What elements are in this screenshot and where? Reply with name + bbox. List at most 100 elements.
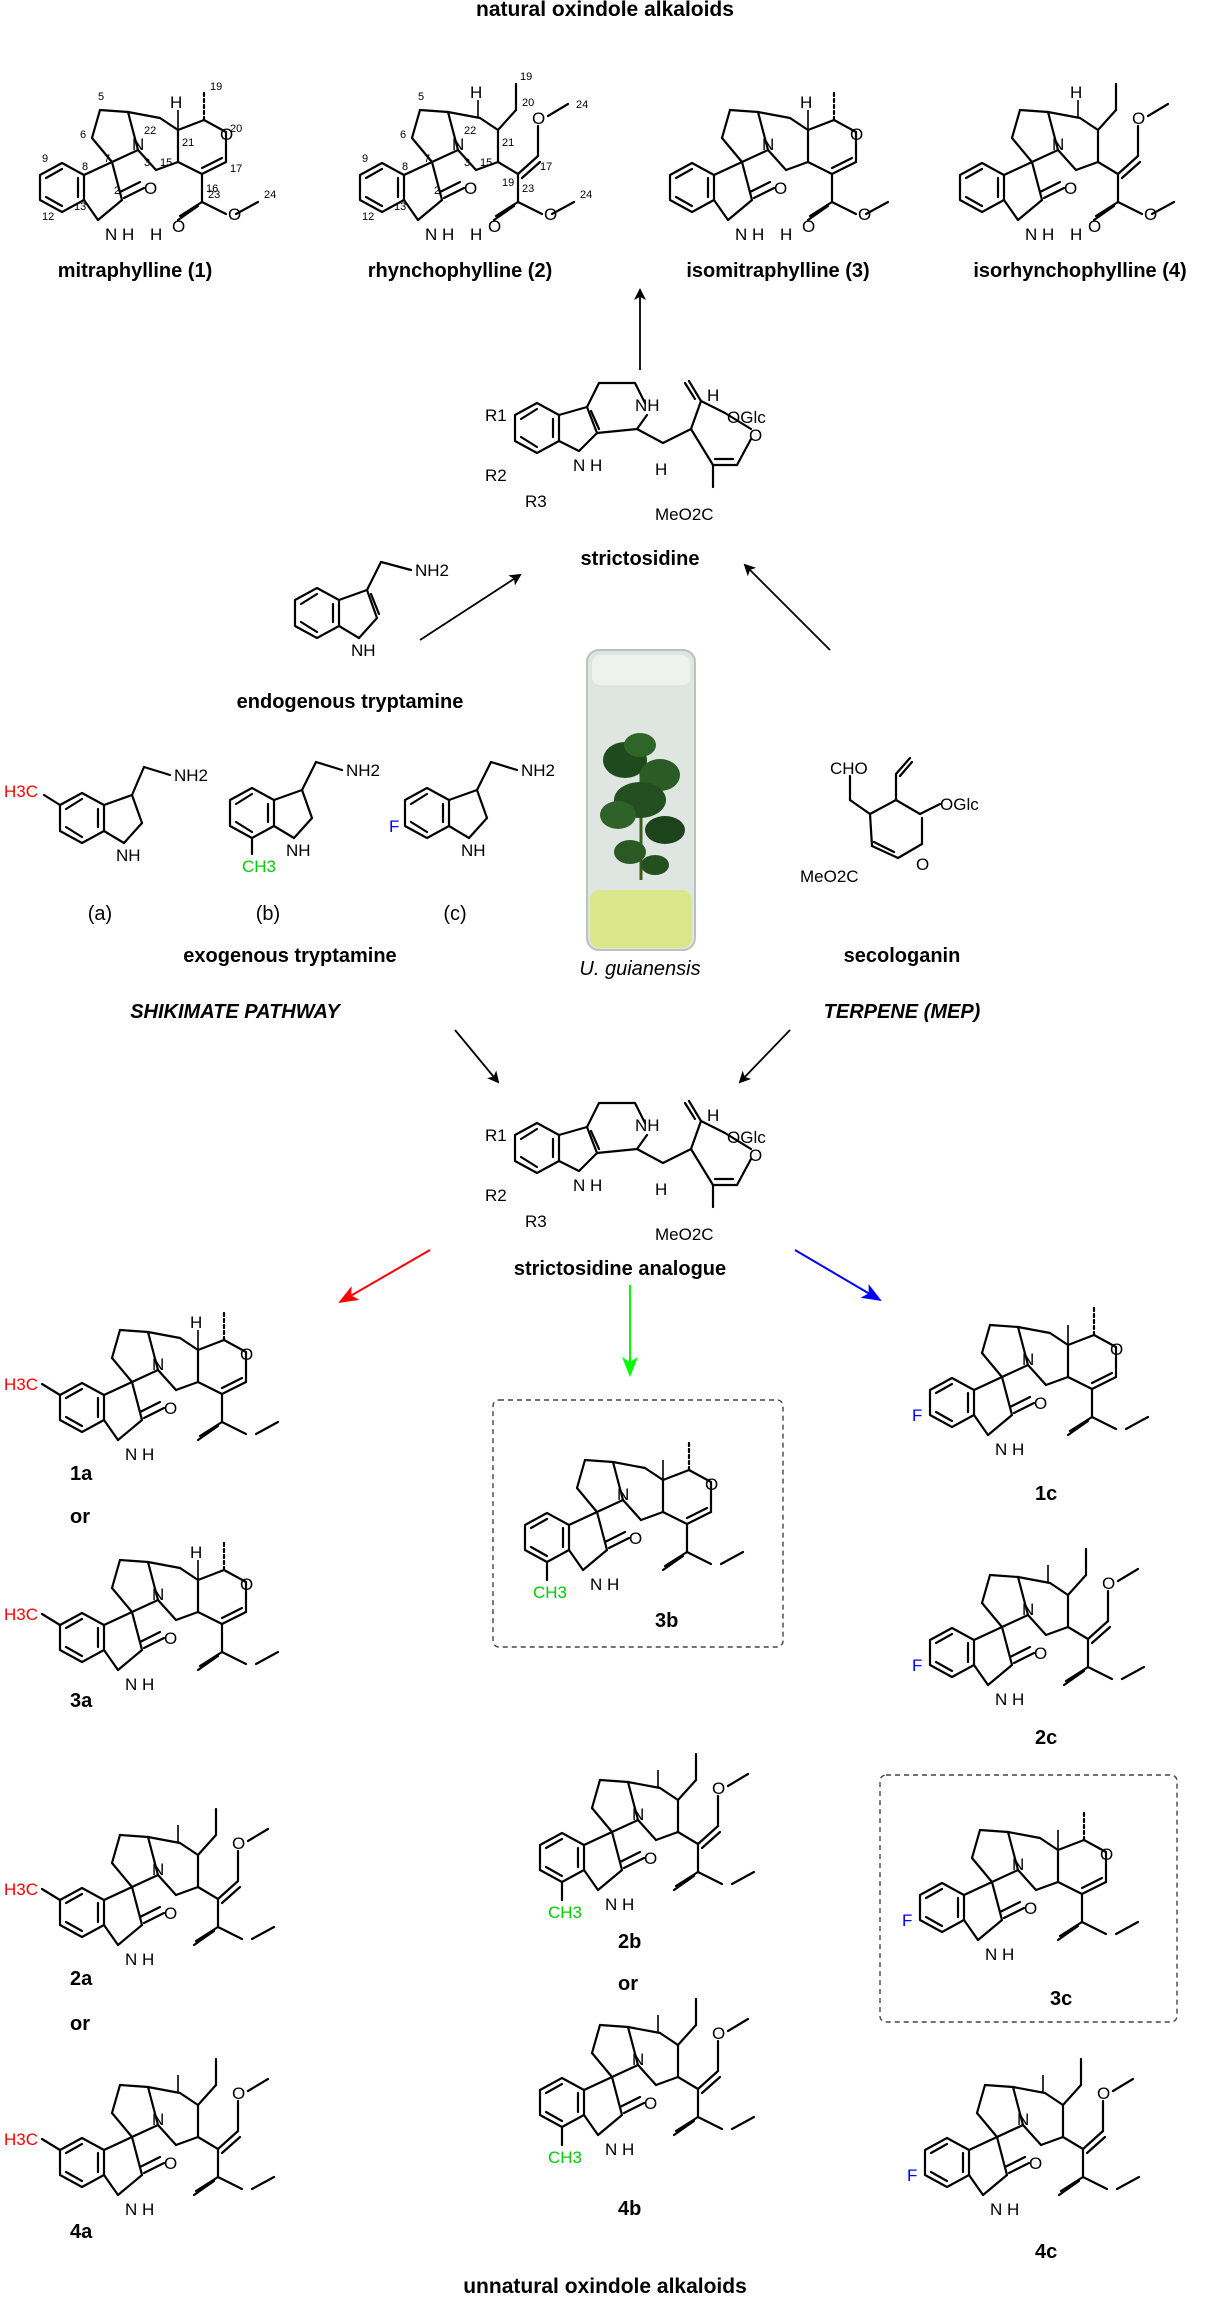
o-atom: O [1034, 1394, 1047, 1413]
nh2-label: NH2 [346, 761, 380, 780]
methyl-substituent: H3C [4, 1605, 38, 1624]
nh-atom: N H [995, 1440, 1024, 1459]
n-atom: N [1022, 1350, 1034, 1369]
n-atom: N [132, 135, 144, 154]
tag-c: (c) [443, 903, 466, 925]
label-endogenous-tryptamine: endogenous tryptamine [237, 691, 464, 713]
atom-number-6: 6 [400, 129, 406, 141]
label-strictosidine-analogue: strictosidine analogue [514, 1258, 726, 1280]
oglc-label: OGlc [727, 1128, 766, 1147]
h-atom: H [150, 225, 162, 244]
plant-culture-image [586, 649, 696, 951]
structure-mitraphylline: N H N O O H H O O 19 20 5 6 7 8 9 12 13 … [38, 81, 276, 244]
o-atom: O [1144, 205, 1157, 224]
fluoro-substituent: F [912, 1656, 922, 1675]
o-atom: O [464, 179, 477, 198]
o-atom: O [144, 179, 157, 198]
atom-number-21: 22 [144, 125, 156, 137]
atom-number-8: 8 [402, 161, 408, 173]
nh2-label: NH2 [521, 761, 555, 780]
nh2-label: NH2 [415, 561, 449, 580]
methyl-substituent: CH3 [242, 857, 276, 876]
atom-number-19: 20 [522, 97, 534, 109]
nh-atom: N H [605, 1895, 634, 1914]
atom-number-17: 17 [540, 161, 552, 173]
nh-atom: N H [125, 1950, 154, 1969]
label-strictosidine: strictosidine [581, 548, 700, 570]
o-atom: O [164, 1399, 177, 1418]
nh-atom: N H [985, 1945, 1014, 1964]
o-atom: O [228, 205, 241, 224]
label-exogenous-tryptamine: exogenous tryptamine [183, 945, 396, 967]
structure-1c: F N H N O O [912, 1305, 1150, 1459]
atom-number-17: 17 [230, 163, 242, 175]
atom-number-18b: 19 [502, 177, 514, 189]
label-or-a2: or [70, 2013, 90, 2035]
atom-number-21: 22 [464, 125, 476, 137]
label-1c: 1c [1035, 1483, 1057, 1505]
n-atom: N [152, 1585, 164, 1604]
n-atom: N [452, 135, 464, 154]
nh-atom: N H [125, 1675, 154, 1694]
label-2a: 2a [70, 1968, 93, 1990]
r2-label: R2 [485, 466, 507, 485]
tag-a: (a) [88, 903, 112, 925]
label-secologanin: secologanin [844, 945, 961, 967]
atom-number-5: 5 [418, 91, 424, 103]
methyl-substituent: CH3 [548, 1903, 582, 1922]
r2-label: R2 [485, 1186, 507, 1205]
n-atom: N [617, 1485, 629, 1504]
cho-label: CHO [830, 759, 868, 778]
arrow-shikimate-to-analogue [454, 1029, 500, 1084]
r1-label: R1 [485, 406, 507, 425]
o-atom: O [220, 125, 233, 144]
o-atom: O [232, 2084, 245, 2103]
h-label: H [655, 1180, 667, 1199]
o-atom: O [164, 1904, 177, 1923]
label-1a: 1a [70, 1463, 93, 1485]
structure-4b: CH3 N H N O O [538, 1997, 756, 2167]
nh-atom: N H [735, 225, 764, 244]
nh-label: NH [116, 846, 141, 865]
r3-label: R3 [525, 1212, 547, 1231]
atom-number-2: 2 [114, 185, 120, 197]
label-3b: 3b [655, 1610, 678, 1632]
nh-atom: N H [995, 1690, 1024, 1709]
atom-number-18: 19 [210, 81, 222, 93]
structure-endogenous-tryptamine: NH2 NH [293, 560, 449, 660]
structure-tryptamine-a: H3C NH2 NH [4, 765, 208, 865]
nh-atom: N H [125, 1445, 154, 1464]
label-4b: 4b [618, 2198, 641, 2220]
o-atom: O [705, 1475, 718, 1494]
atom-number-20: 21 [502, 137, 514, 149]
h-label: H [707, 1106, 719, 1125]
arrow-terpene-to-analogue [738, 1029, 791, 1084]
atom-number-12: 12 [362, 211, 374, 223]
atom-number-5: 5 [98, 91, 104, 103]
h-label: H [655, 460, 667, 479]
o-atom: O [850, 125, 863, 144]
structure-4c: F N H N O O [907, 2057, 1141, 2219]
o-atom: O [644, 2094, 657, 2113]
o-atom: O [1088, 217, 1101, 236]
structure-3a: H3C N H N O O H [4, 1540, 280, 1694]
label-3c: 3c [1050, 1988, 1072, 2010]
indole-nh-label: N H [573, 456, 602, 475]
o-atom: O [544, 205, 557, 224]
ring-o-label: O [916, 855, 929, 874]
label-mitraphylline: mitraphylline (1) [58, 260, 212, 282]
atom-number-15: 15 [480, 157, 492, 169]
highlight-box-3b [492, 1399, 784, 1648]
h-atom: H [470, 83, 482, 102]
tag-b: (b) [256, 903, 280, 925]
fluoro-substituent: F [389, 817, 399, 836]
n-atom: N [152, 1355, 164, 1374]
label-shikimate-pathway: SHIKIMATE PATHWAY [130, 1001, 341, 1023]
nh-atom: N H [425, 225, 454, 244]
o-atom: O [1024, 1899, 1037, 1918]
structure-1a: H3C N H N O O H [4, 1310, 280, 1464]
label-or-b: or [618, 1973, 638, 1995]
atom-number-19: 20 [230, 123, 242, 135]
n-atom: N [762, 135, 774, 154]
atom-number-7: 7 [424, 153, 430, 165]
